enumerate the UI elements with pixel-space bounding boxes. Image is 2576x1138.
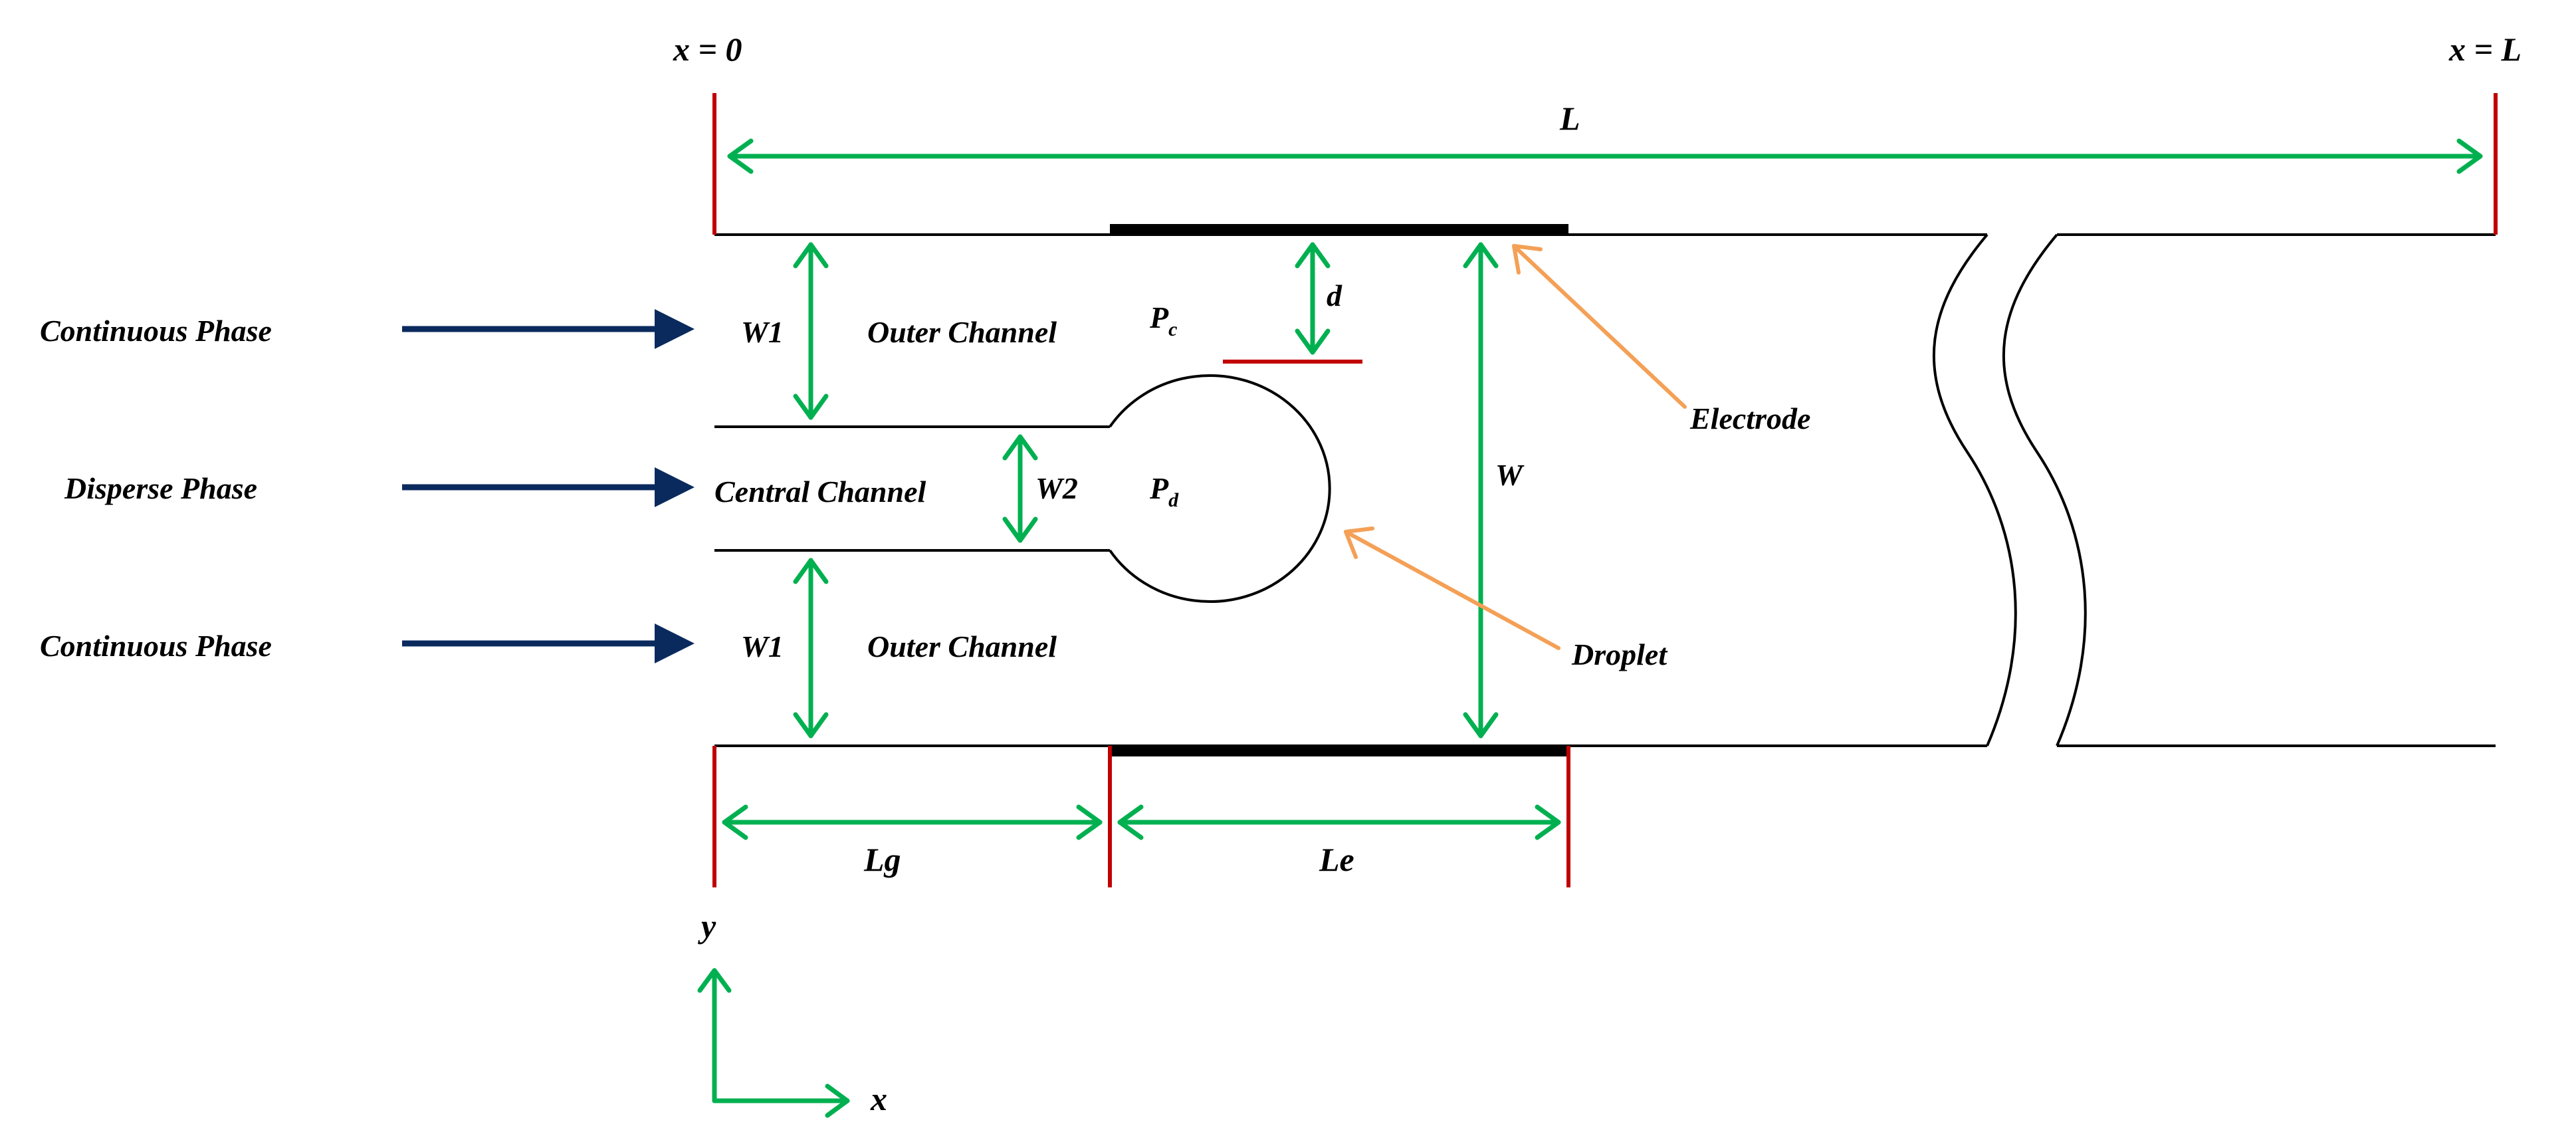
dimension-W1-bottom-arrow: [793, 558, 829, 739]
label-Pc: Pc: [1149, 300, 1177, 340]
label-x-equals-0: x = 0: [673, 31, 742, 68]
dimension-W-arrow: [1463, 242, 1499, 739]
dimension-W2-arrow: [1002, 434, 1038, 543]
label-disperse-phase: Disperse Phase: [64, 471, 257, 505]
channel-break-symbol: [1933, 233, 2087, 746]
pointer-arrows: [1344, 244, 1687, 650]
boundary-markers: [712, 93, 2498, 887]
dimension-Le-arrow: [1117, 804, 1561, 840]
electrode-pointer-arrow: [1512, 244, 1687, 409]
droplet-outline: [1109, 374, 1331, 603]
label-Lg: Lg: [863, 841, 901, 878]
break-line-left: [1933, 233, 2017, 746]
label-d: d: [1327, 279, 1342, 312]
disperse-phase-inflow-arrow: [402, 467, 695, 507]
label-axis-y: y: [698, 907, 716, 945]
label-L: L: [1559, 100, 1580, 137]
label-W: W: [1495, 458, 1525, 492]
dimension-W1-top-arrow: [793, 242, 829, 420]
dimension-Lg-arrow: [722, 804, 1103, 840]
label-W1-bottom: W1: [741, 629, 784, 663]
label-continuous-phase-bottom: Continuous Phase: [40, 629, 272, 663]
label-droplet: Droplet: [1571, 637, 1667, 671]
label-outer-channel-bottom: Outer Channel: [867, 629, 1057, 663]
dimension-L-arrow: [727, 138, 2483, 174]
label-W2: W2: [1035, 471, 1078, 505]
label-continuous-phase-top: Continuous Phase: [40, 314, 272, 348]
coordinate-axes: [697, 968, 850, 1118]
dimension-d-arrow: [1295, 242, 1331, 355]
label-Pd: Pd: [1149, 471, 1179, 511]
text-labels: x = 0 x = L L Continuous Phase Disperse …: [40, 31, 2522, 1117]
inflow-arrows: [402, 309, 695, 663]
label-axis-x: x: [870, 1080, 887, 1117]
droplet-pointer-arrow: [1344, 526, 1560, 650]
label-W1-top: W1: [741, 315, 784, 349]
break-line-right: [2002, 233, 2087, 746]
label-electrode: Electrode: [1689, 401, 1810, 435]
continuous-phase-bottom-inflow-arrow: [402, 624, 695, 663]
y-axis-arrowhead: [697, 968, 732, 993]
label-outer-channel-top: Outer Channel: [867, 315, 1057, 349]
continuous-phase-top-inflow-arrow: [402, 309, 695, 349]
label-central-channel: Central Channel: [714, 475, 926, 509]
label-Le: Le: [1319, 841, 1354, 878]
x-axis-arrowhead: [825, 1083, 850, 1118]
dimension-arrows: [722, 138, 2483, 840]
label-x-equals-L: x = L: [2448, 31, 2522, 68]
